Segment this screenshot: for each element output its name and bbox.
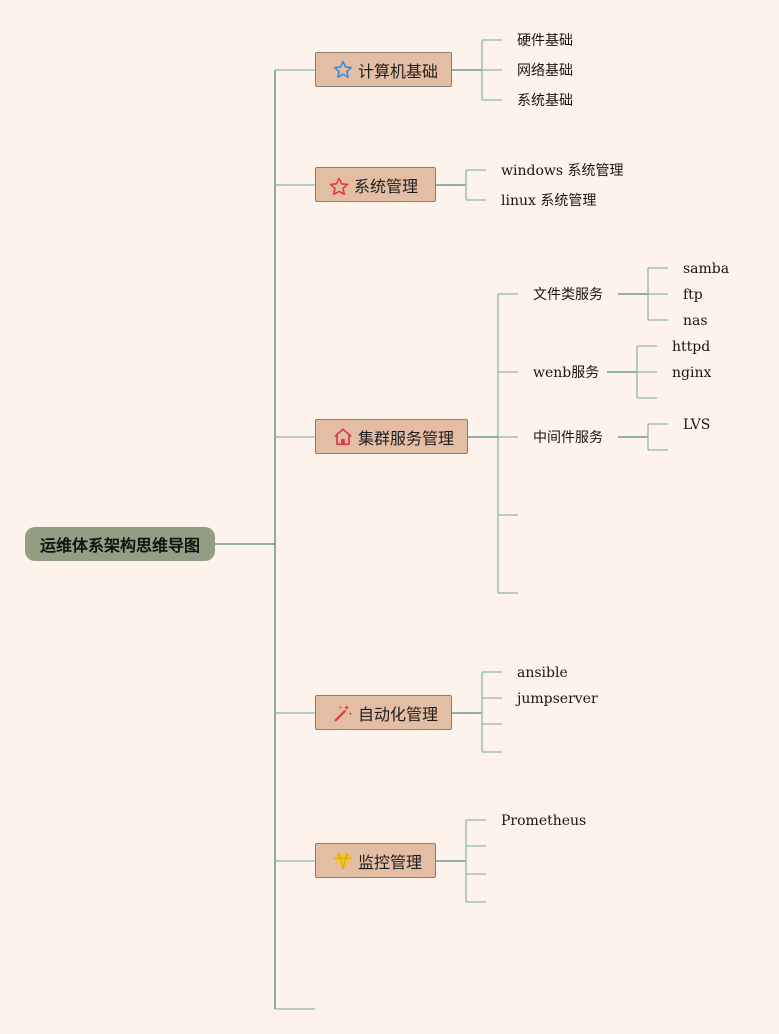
leaf-item[interactable]: jumpserver bbox=[517, 691, 598, 707]
branch-label: 集群服务管理 bbox=[358, 428, 455, 448]
subgroup-label[interactable]: 文件类服务 bbox=[533, 287, 603, 303]
root-node-label: 运维体系架构思维导图 bbox=[39, 536, 200, 555]
leaf-item[interactable]: nas bbox=[683, 313, 708, 329]
branch-label: 自动化管理 bbox=[358, 704, 439, 724]
leaf-item[interactable]: LVS bbox=[683, 417, 711, 433]
leaf-item[interactable]: nginx bbox=[672, 365, 712, 381]
leaf-item[interactable]: httpd bbox=[672, 339, 711, 355]
subgroup-label[interactable]: wenb服务 bbox=[533, 365, 600, 381]
root-node[interactable]: 运维体系架构思维导图 bbox=[25, 527, 215, 561]
leaf-item[interactable]: ansible bbox=[517, 665, 568, 681]
leaf-item[interactable]: 网络基础 bbox=[517, 63, 573, 79]
leaf-item[interactable]: linux 系统管理 bbox=[501, 193, 597, 209]
leaf-item[interactable]: Prometheus bbox=[501, 813, 587, 829]
branch-node-automation-management[interactable]: 自动化管理 bbox=[315, 695, 452, 730]
branch-node-computer-basics[interactable]: 计算机基础 bbox=[315, 52, 452, 87]
branch-label: 系统管理 bbox=[354, 176, 419, 196]
branch-node-cluster-services[interactable]: 集群服务管理 bbox=[315, 419, 468, 454]
leaf-item[interactable]: windows 系统管理 bbox=[501, 163, 624, 179]
home-icon bbox=[332, 426, 354, 448]
branch-node-monitoring-management[interactable]: 监控管理 bbox=[315, 843, 436, 878]
star-outline-blue-icon bbox=[332, 59, 354, 81]
magic-wand-icon bbox=[332, 702, 354, 724]
gem-icon bbox=[332, 850, 354, 872]
branch-label: 计算机基础 bbox=[358, 61, 439, 81]
leaf-item[interactable]: ftp bbox=[683, 287, 703, 303]
subgroup-label[interactable]: 中间件服务 bbox=[533, 430, 603, 446]
leaf-item[interactable]: 硬件基础 bbox=[517, 33, 573, 49]
branch-node-system-management[interactable]: 系统管理 bbox=[315, 167, 436, 202]
branch-label: 监控管理 bbox=[358, 852, 423, 872]
leaf-item[interactable]: samba bbox=[683, 261, 730, 277]
leaf-item[interactable]: 系统基础 bbox=[517, 93, 573, 109]
star-outline-red-icon bbox=[328, 174, 350, 196]
